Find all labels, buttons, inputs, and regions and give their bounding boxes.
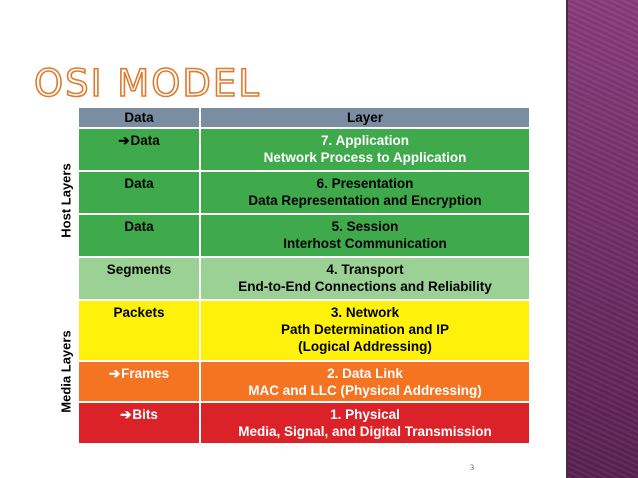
- row-3-data-cell: Packets: [79, 301, 201, 362]
- row-3-layer-desc-2: (Logical Addressing): [298, 339, 432, 354]
- row-5-data-cell: Data: [79, 215, 201, 258]
- osi-table: Data Layer ➔Data 7. Application Network …: [79, 108, 531, 445]
- header-layer: Layer: [201, 108, 531, 129]
- row-5-layer-cell: 5. Session Interhost Communication: [201, 215, 531, 258]
- row-7-data: Data: [130, 133, 160, 148]
- row-3-layer-cell: 3. Network Path Determination and IP (Lo…: [201, 301, 531, 362]
- row-2-layer-name: 2. Data Link: [327, 366, 403, 381]
- row-3-data: Packets: [113, 305, 165, 320]
- row-4-layer-cell: 4. Transport End-to-End Connections and …: [201, 258, 531, 301]
- row-2-layer-desc: MAC and LLC (Physical Addressing): [248, 383, 482, 398]
- row-4-layer-desc: End-to-End Connections and Reliability: [238, 279, 492, 294]
- row-7-layer-name: 7. Application: [320, 133, 409, 148]
- row-6-layer-desc: Data Representation and Encryption: [248, 193, 482, 208]
- row-4-layer-name: 4. Transport: [326, 262, 404, 277]
- row-6-layer-name: 6. Presentation: [316, 176, 414, 191]
- arrow-icon: ➔: [118, 133, 130, 148]
- row-5-layer-desc: Interhost Communication: [283, 236, 447, 251]
- row-6-data: Data: [124, 176, 154, 191]
- arrow-icon: ➔: [108, 366, 121, 381]
- row-4-data-cell: Segments: [79, 258, 201, 301]
- row-5-data: Data: [124, 219, 154, 234]
- row-7-layer-desc: Network Process to Application: [263, 150, 467, 165]
- row-3-layer-name: 3. Network: [330, 305, 400, 320]
- row-1-data: Bits: [132, 407, 158, 422]
- row-6-data-cell: Data: [79, 172, 201, 215]
- row-2-layer-cell: 2. Data Link MAC and LLC (Physical Addre…: [201, 362, 531, 403]
- row-1-data-cell: ➔Bits: [79, 403, 201, 445]
- arrow-icon: ➔: [120, 407, 132, 422]
- row-4-data: Segments: [106, 262, 172, 277]
- host-layers-label: Host Layers: [58, 163, 74, 238]
- row-3-layer-desc: Path Determination and IP: [280, 322, 450, 337]
- row-1-layer-cell: 1. Physical Media, Signal, and Digital T…: [201, 403, 531, 445]
- row-2-data: Frames: [121, 366, 170, 381]
- media-layers-label: Media Layers: [58, 330, 74, 413]
- row-1-layer-desc: Media, Signal, and Digital Transmission: [238, 424, 492, 439]
- row-6-layer-cell: 6. Presentation Data Representation and …: [201, 172, 531, 215]
- row-7-data-cell: ➔Data: [79, 129, 201, 172]
- decorative-side-band: [568, 0, 638, 478]
- row-1-layer-name: 1. Physical: [330, 407, 400, 422]
- row-2-data-cell: ➔Frames: [79, 362, 201, 403]
- page-number: 3: [470, 463, 474, 472]
- row-5-layer-name: 5. Session: [331, 219, 399, 234]
- header-data: Data: [79, 108, 201, 129]
- side-divider: [566, 0, 568, 478]
- row-7-layer-cell: 7. Application Network Process to Applic…: [201, 129, 531, 172]
- slide-title: OSI Model: [33, 61, 261, 106]
